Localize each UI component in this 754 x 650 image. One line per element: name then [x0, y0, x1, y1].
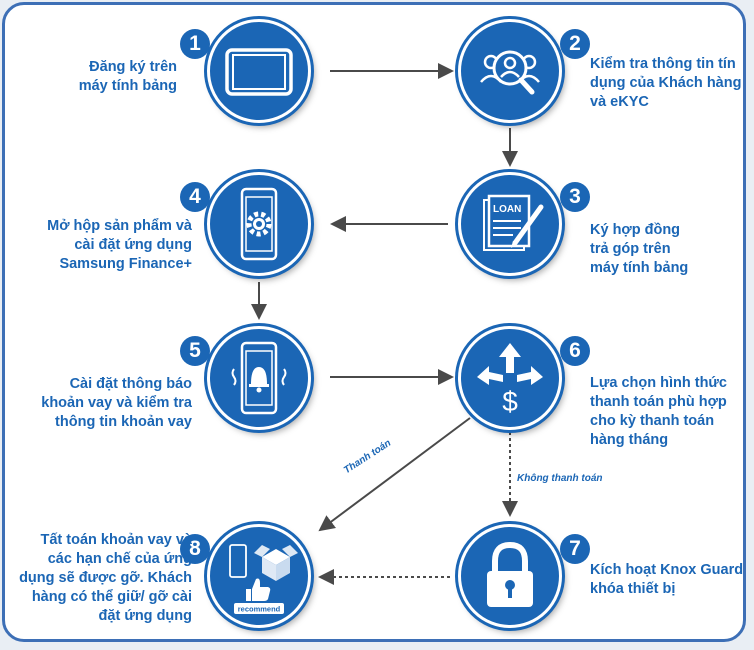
step-3-badge: 3 — [560, 182, 590, 212]
svg-text:recommend: recommend — [238, 605, 281, 614]
loan-document-icon: LOAN — [483, 194, 544, 251]
edge-label-unpaid: Không thanh toán — [517, 473, 603, 484]
step-4-node — [207, 172, 311, 276]
payment-choice-icon: $ — [477, 343, 543, 417]
diagram-frame — [2, 2, 746, 642]
tablet-icon — [225, 48, 293, 96]
step-5-badge: 5 — [180, 336, 210, 366]
step-7-badge: 7 — [560, 534, 590, 564]
step-3-node: LOAN — [458, 172, 562, 276]
step-2-node — [458, 19, 562, 123]
phone-settings-icon — [240, 187, 278, 261]
step-6-badge: 6 — [560, 336, 590, 366]
step-8-badge: 8 — [180, 534, 210, 564]
recommend-box-icon: recommend — [229, 544, 298, 614]
step-1-node — [207, 19, 311, 123]
step-7-node — [458, 524, 562, 628]
arrow-6-to-8 — [318, 417, 471, 532]
step-1-badge: 1 — [180, 29, 210, 59]
svg-text:LOAN: LOAN — [493, 204, 521, 215]
step-4-badge: 4 — [180, 182, 210, 212]
step-6-node: $ — [458, 326, 562, 430]
phone-notification-icon — [231, 341, 287, 415]
step-8-node: recommend — [207, 524, 311, 628]
padlock-icon — [487, 541, 533, 607]
step-2-badge: 2 — [560, 29, 590, 59]
user-search-icon — [480, 50, 540, 95]
step-5-node — [207, 326, 311, 430]
svg-text:$: $ — [502, 386, 518, 417]
